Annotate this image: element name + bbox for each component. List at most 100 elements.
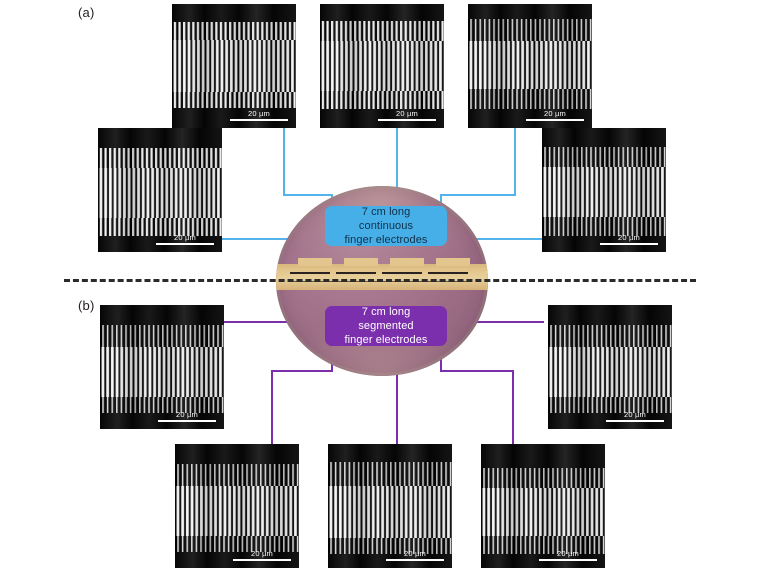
sem-fingers-lower (98, 218, 222, 238)
sem-band-top (328, 444, 452, 464)
sem-panel-b3: 20 µm (175, 444, 299, 568)
sem-band-bottom (320, 109, 444, 128)
sem-fingers-core (100, 347, 224, 399)
sem-fingers-lower (172, 92, 296, 110)
sem-fingers-upper (481, 468, 605, 490)
sem-panel-b1: 20 µm (100, 305, 224, 429)
leader-a4-horizontal (218, 238, 301, 240)
sem-fingers-core (548, 347, 672, 399)
sem-band-top (100, 305, 224, 327)
sem-fingers-core (320, 41, 444, 93)
sem-band-top (481, 444, 605, 470)
leader-b2-horizontal (470, 321, 544, 323)
callout-segmented-line1: 7 cm long segmented (358, 306, 414, 332)
callout-segmented-line2: finger electrodes (344, 334, 428, 346)
scale-bar-b2: 20 µm (606, 410, 664, 422)
sem-fingers-lower (100, 397, 224, 415)
scale-bar-line (156, 243, 214, 245)
sem-band-top (98, 128, 222, 150)
sem-fingers-core (481, 488, 605, 538)
sem-band-bottom (468, 109, 592, 128)
sem-band-bottom (328, 554, 452, 568)
sem-fingers-lower (542, 217, 666, 238)
scale-bar-label: 20 µm (544, 109, 566, 118)
leader-a3-vertical (514, 128, 516, 196)
sem-band-top (320, 4, 444, 23)
sem-fingers-upper (468, 19, 592, 43)
sem-fingers-core (468, 41, 592, 91)
callout-continuous-line2: finger electrodes (344, 234, 428, 246)
scale-bar-label: 20 µm (251, 549, 273, 558)
scale-bar-label: 20 µm (404, 549, 426, 558)
scale-bar-a4: 20 µm (156, 233, 214, 245)
leader-b5-horizontal (440, 370, 514, 372)
sem-fingers-lower (175, 536, 299, 554)
callout-continuous-electrodes: 7 cm long continuous finger electrodes (325, 206, 447, 246)
sem-panel-a4: 20 µm (98, 128, 222, 252)
sem-band-top (548, 305, 672, 327)
sem-fingers-lower (481, 536, 605, 556)
leader-b3-vertical (271, 370, 273, 445)
callout-segmented-electrodes: 7 cm long segmented finger electrodes (325, 306, 447, 346)
scale-bar-line (539, 559, 597, 561)
sem-band-top (468, 4, 592, 21)
scale-bar-label: 20 µm (557, 549, 579, 558)
sem-band-top (542, 128, 666, 149)
scale-bar-a1: 20 µm (230, 109, 288, 121)
panel-label-b: (b) (78, 298, 95, 313)
scale-bar-line (526, 119, 584, 121)
scale-bar-b5: 20 µm (539, 549, 597, 561)
scale-bar-label: 20 µm (624, 410, 646, 419)
die-pad (298, 258, 332, 266)
sem-fingers-lower (328, 538, 452, 556)
scale-bar-a3: 20 µm (526, 109, 584, 121)
scale-bar-line (378, 119, 436, 121)
scale-bar-label: 20 µm (618, 233, 640, 242)
sem-fingers-upper (542, 147, 666, 169)
scale-bar-line (606, 420, 664, 422)
sem-panel-a5: 20 µm (542, 128, 666, 252)
scale-bar-a2: 20 µm (378, 109, 436, 121)
scale-bar-a5: 20 µm (600, 233, 658, 245)
leader-a1-horizontal (283, 194, 333, 196)
sem-fingers-upper (172, 22, 296, 42)
sem-panel-a1: 20 µm (172, 4, 296, 128)
leader-a5-horizontal (469, 238, 544, 240)
sem-band-bottom (481, 554, 605, 568)
scale-bar-line (230, 119, 288, 121)
sem-panel-b4: 20 µm (328, 444, 452, 568)
sem-fingers-lower (320, 91, 444, 111)
sem-fingers-lower (548, 397, 672, 415)
leader-b3-horizontal (271, 370, 333, 372)
scale-bar-label: 20 µm (396, 109, 418, 118)
leader-b5-vertical (512, 370, 514, 445)
scale-bar-label: 20 µm (176, 410, 198, 419)
sem-fingers-upper (548, 325, 672, 349)
sem-fingers-core (542, 167, 666, 219)
sem-fingers-lower (468, 89, 592, 111)
sem-fingers-upper (328, 462, 452, 488)
sem-fingers-upper (100, 325, 224, 349)
sem-panel-a3: 20 µm (468, 4, 592, 128)
leader-b1-horizontal (218, 321, 302, 323)
scale-bar-b4: 20 µm (386, 549, 444, 561)
scale-bar-line (386, 559, 444, 561)
die-pad (344, 258, 378, 266)
panel-label-a: (a) (78, 5, 95, 20)
sem-band-top (175, 444, 299, 466)
sem-band-bottom (172, 108, 296, 128)
sem-fingers-upper (175, 464, 299, 488)
sem-fingers-upper (320, 21, 444, 43)
die-trace (290, 272, 330, 274)
sem-fingers-core (172, 40, 296, 94)
die-trace (382, 272, 422, 274)
scale-bar-line (233, 559, 291, 561)
die-trace (336, 272, 376, 274)
sem-panel-b5: 20 µm (481, 444, 605, 568)
callout-continuous-text: 7 cm long continuous finger electrodes (335, 205, 437, 247)
gold-die-strip (276, 264, 488, 290)
leader-a3-horizontal (440, 194, 516, 196)
scale-bar-line (600, 243, 658, 245)
sem-panel-a2: 20 µm (320, 4, 444, 128)
